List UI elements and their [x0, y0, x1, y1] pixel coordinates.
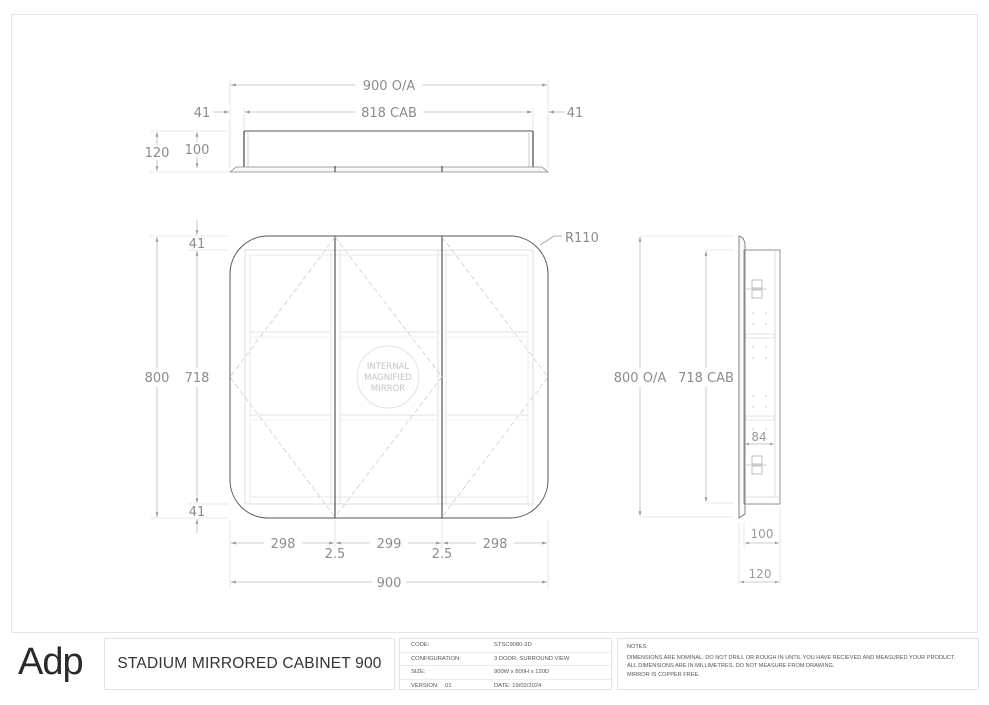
configuration-label: CONFIGURATION: — [411, 655, 461, 662]
front-top-offset-label: 41 — [189, 237, 206, 252]
side-cabinet-depth-label: 100 — [751, 527, 774, 541]
plan-cabinet-width-label: 818 CAB — [361, 106, 417, 121]
date-label: DATE: — [494, 682, 511, 689]
version-cell: VERSION: 01 — [400, 683, 494, 689]
info-table: CODE: STSC9080-3D CONFIGURATION: 3 DOOR,… — [399, 638, 612, 690]
version-label: VERSION: — [411, 682, 439, 689]
corner-radius-label: R110 — [565, 231, 599, 246]
notes-box: NOTES: DIMENSIONS ARE NOMINAL. DO NOT DR… — [617, 638, 979, 690]
side-view: 800 O/A 718 CAB 84 — [614, 235, 781, 584]
mirror-label-line-2: MAGNIFIED — [364, 373, 412, 383]
plan-overall-width-label: 900 O/A — [363, 79, 416, 94]
plan-cabinet-depth-label: 100 — [185, 143, 210, 158]
drawing-title: STADIUM MIRRORED CABINET 900 — [117, 655, 382, 672]
date-value: 19/02/2024 — [512, 682, 542, 689]
note-line-1: DIMENSIONS ARE NOMINAL. DO NOT DRILL OR … — [627, 654, 956, 661]
plan-view: 900 O/A 818 CAB 41 41 120 100 — [145, 79, 584, 173]
plan-overall-depth-label: 120 — [145, 146, 170, 161]
code-value: STSC9080-3D — [494, 642, 532, 649]
brand-logo: Adp — [18, 641, 84, 683]
door-3-width-label: 298 — [483, 537, 508, 552]
title-box: STADIUM MIRRORED CABINET 900 — [104, 638, 395, 690]
info-row-code: CODE: STSC9080-3D — [400, 639, 611, 653]
door-gap-2-label: 2.5 — [432, 547, 453, 562]
front-view: INTERNAL MAGNIFIED MIRROR R110 800 718 4… — [145, 220, 599, 591]
size-value: 900W x 800H x 120D — [494, 669, 550, 676]
info-row-version: VERSION: 01 DATE: 19/02/2024 — [400, 680, 611, 693]
front-bottom-offset-label: 41 — [189, 505, 206, 520]
side-overall-depth-label: 120 — [749, 567, 772, 581]
front-overall-width-label: 900 — [377, 576, 402, 591]
door-1-width-label: 298 — [271, 537, 296, 552]
configuration-value: 3 DOOR, SURROUND VIEW — [494, 655, 570, 662]
mirror-label-line-3: MIRROR — [371, 384, 405, 394]
note-line-2: ALL DIMENSIONS ARE IN MILLIMETRES. DO NO… — [627, 663, 835, 669]
code-label: CODE: — [411, 642, 430, 649]
side-cabinet-height-label: 718 CAB — [678, 371, 734, 386]
door-gap-1-label: 2.5 — [325, 547, 346, 562]
side-overall-height-label: 800 O/A — [614, 371, 667, 386]
note-line-3: MIRROR IS COPPER FREE. — [627, 671, 700, 678]
plan-right-offset-label: 41 — [567, 106, 584, 121]
door-2-width-label: 299 — [377, 537, 402, 552]
version-value: 01 — [445, 682, 452, 689]
drawing-frame — [11, 14, 978, 633]
size-label: SIZE: — [411, 669, 426, 676]
magnified-mirror — [356, 345, 420, 409]
notes-heading: NOTES: — [627, 644, 648, 650]
front-cabinet-height-label: 718 — [185, 371, 210, 386]
date-cell: DATE: 19/02/2024 — [494, 683, 611, 689]
mirror-label-line-1: INTERNAL — [367, 362, 410, 372]
front-overall-height-label: 800 — [145, 371, 170, 386]
plan-left-offset-label: 41 — [194, 106, 211, 121]
info-row-configuration: CONFIGURATION: 3 DOOR, SURROUND VIEW — [400, 653, 611, 666]
side-inner-depth-label: 84 — [751, 430, 766, 444]
info-row-size: SIZE: 900W x 800H x 120D — [400, 666, 611, 680]
